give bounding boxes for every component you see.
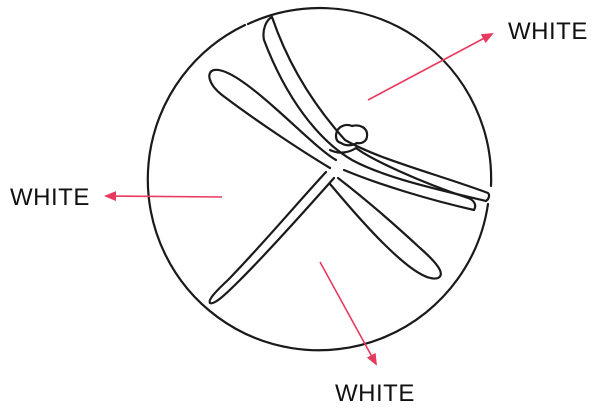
label-top-right: WHITE bbox=[508, 18, 588, 45]
arrow-top-right bbox=[368, 34, 492, 100]
upper-left-wing-outline bbox=[209, 70, 336, 168]
label-left: WHITE bbox=[10, 184, 90, 211]
dragonfly-abdomen-outline bbox=[210, 172, 334, 303]
disc-figure bbox=[148, 8, 491, 350]
arrow-left bbox=[106, 196, 222, 197]
upper-right-wing-outline bbox=[263, 17, 489, 201]
label-bottom: WHITE bbox=[335, 380, 415, 407]
lower-right-wing-outline bbox=[330, 178, 441, 279]
